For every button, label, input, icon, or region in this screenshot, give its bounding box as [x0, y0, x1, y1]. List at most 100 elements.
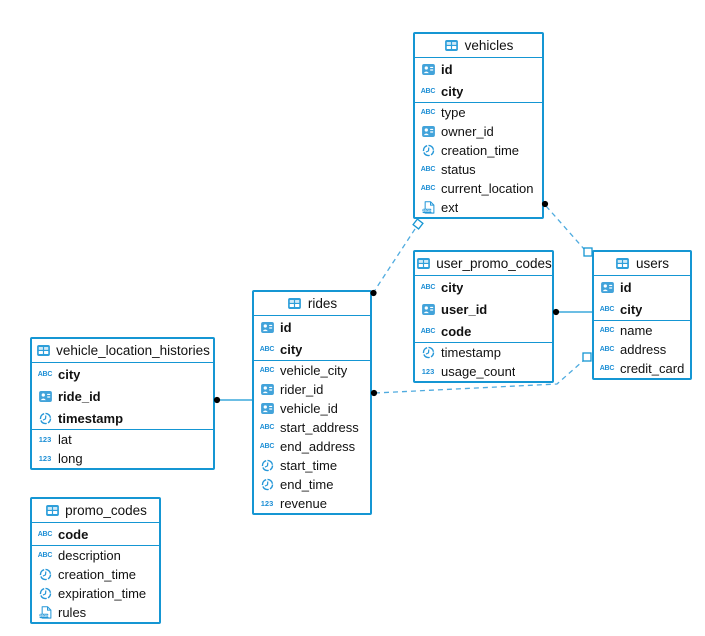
field-row[interactable]: ext [415, 198, 542, 217]
field-row[interactable]: creation_time [32, 565, 159, 584]
field-row[interactable]: id [415, 58, 542, 80]
string-type-icon: ABC [420, 87, 436, 95]
table-vehicles[interactable]: vehicles id ABC city ABC type owner_id [413, 32, 544, 219]
field-row[interactable]: ABC description [32, 546, 159, 565]
id-type-icon [259, 384, 275, 395]
field-label: code [58, 526, 89, 542]
fields-section: ABC vehicle_city rider_id vehicle_id ABC… [254, 361, 370, 513]
table-vehicle-location-histories[interactable]: vehicle_location_histories ABC city ride… [30, 337, 215, 470]
field-row[interactable]: timestamp [415, 343, 552, 362]
string-type-icon: ABC [599, 327, 615, 334]
table-icon [35, 345, 51, 356]
relationship-vehicle-location-histories-rides[interactable] [213, 396, 252, 404]
number-type-icon: 123 [38, 453, 52, 463]
field-row[interactable]: 123 long [32, 449, 213, 468]
primary-key-section: ABC code [32, 523, 159, 546]
field-row[interactable]: ABC credit_card [594, 359, 690, 378]
fields-section: ABC type owner_id creation_time ABC stat… [415, 103, 542, 217]
field-row[interactable]: ABC city [415, 276, 552, 298]
field-row[interactable]: ABC name [594, 321, 690, 340]
fields-section: ABC description creation_time expiration… [32, 546, 159, 622]
field-row[interactable]: vehicle_id [254, 399, 370, 418]
id-type-icon [420, 126, 436, 137]
table-icon [44, 505, 60, 516]
timestamp-type-icon [37, 412, 53, 425]
field-row[interactable]: timestamp [32, 407, 213, 429]
string-type-icon: ABC [37, 530, 53, 538]
field-label: timestamp [58, 410, 124, 426]
field-label: id [441, 61, 453, 77]
table-header[interactable]: promo_codes [32, 499, 159, 523]
field-row[interactable]: start_time [254, 456, 370, 475]
field-row[interactable]: creation_time [415, 141, 542, 160]
field-row[interactable]: owner_id [415, 122, 542, 141]
field-label: id [620, 279, 632, 295]
field-row[interactable]: ABC current_location [415, 179, 542, 198]
field-row[interactable]: end_time [254, 475, 370, 494]
field-label: rider_id [280, 382, 324, 397]
field-label: name [620, 323, 653, 338]
field-row[interactable]: ABC city [415, 80, 542, 102]
table-header[interactable]: rides [254, 292, 370, 316]
field-row[interactable]: ABC city [32, 363, 213, 385]
field-row[interactable]: user_id [415, 298, 552, 320]
field-row[interactable]: ABC status [415, 160, 542, 179]
table-user-promo-codes[interactable]: user_promo_codes ABC city user_id ABC co… [413, 250, 554, 383]
string-type-icon: ABC [599, 346, 615, 353]
field-label: city [441, 83, 464, 99]
field-row[interactable]: id [594, 276, 690, 298]
field-label: end_time [280, 477, 334, 492]
field-row[interactable]: 123 lat [32, 430, 213, 449]
table-name: rides [307, 296, 338, 311]
table-header[interactable]: vehicle_location_histories [32, 339, 213, 363]
json-type-icon [37, 606, 53, 619]
string-type-icon: ABC [420, 283, 436, 291]
table-rides[interactable]: rides id ABC city ABC vehicle_city rider… [252, 290, 372, 515]
field-row[interactable]: ABC city [254, 338, 370, 360]
field-row[interactable]: rules [32, 603, 159, 622]
relationship-vehicles-users[interactable] [541, 200, 593, 257]
field-row[interactable]: ride_id [32, 385, 213, 407]
string-type-icon: ABC [420, 166, 436, 173]
field-row[interactable]: rider_id [254, 380, 370, 399]
timestamp-type-icon [37, 587, 53, 600]
field-label: status [441, 162, 476, 177]
id-type-icon [259, 403, 275, 414]
field-label: ride_id [58, 388, 101, 404]
field-row[interactable]: ABC city [594, 298, 690, 320]
table-promo-codes[interactable]: promo_codes ABC code ABC description cre… [30, 497, 161, 624]
string-type-icon: ABC [259, 443, 275, 450]
table-header[interactable]: user_promo_codes [415, 252, 552, 276]
field-row[interactable]: ABC vehicle_city [254, 361, 370, 380]
field-row[interactable]: 123 revenue [254, 494, 370, 513]
field-label: start_time [280, 458, 338, 473]
field-label: usage_count [441, 364, 516, 379]
field-row[interactable]: ABC code [415, 320, 552, 342]
id-type-icon [37, 391, 53, 402]
string-type-icon: ABC [420, 327, 436, 335]
table-icon [615, 258, 631, 269]
number-type-icon: 123 [421, 366, 435, 376]
id-type-icon [420, 304, 436, 315]
field-label: end_address [280, 439, 356, 454]
field-row[interactable]: ABC end_address [254, 437, 370, 456]
field-row[interactable]: ABC type [415, 103, 542, 122]
timestamp-type-icon [420, 144, 436, 157]
table-header[interactable]: vehicles [415, 34, 542, 58]
table-users[interactable]: users id ABC city ABC name ABC address A… [592, 250, 692, 380]
field-row[interactable]: ABC code [32, 523, 159, 545]
field-label: city [58, 366, 81, 382]
field-row[interactable]: expiration_time [32, 584, 159, 603]
field-label: city [441, 279, 464, 295]
field-label: owner_id [441, 124, 494, 139]
relationship-user-promo-codes-users[interactable] [552, 308, 592, 316]
field-row[interactable]: id [254, 316, 370, 338]
field-row[interactable]: ABC start_address [254, 418, 370, 437]
table-header[interactable]: users [594, 252, 690, 276]
field-label: revenue [280, 496, 327, 511]
field-row[interactable]: ABC address [594, 340, 690, 359]
field-label: description [58, 548, 121, 563]
field-row[interactable]: 123 usage_count [415, 362, 552, 381]
string-type-icon: ABC [420, 185, 436, 192]
string-type-icon: ABC [37, 552, 53, 559]
